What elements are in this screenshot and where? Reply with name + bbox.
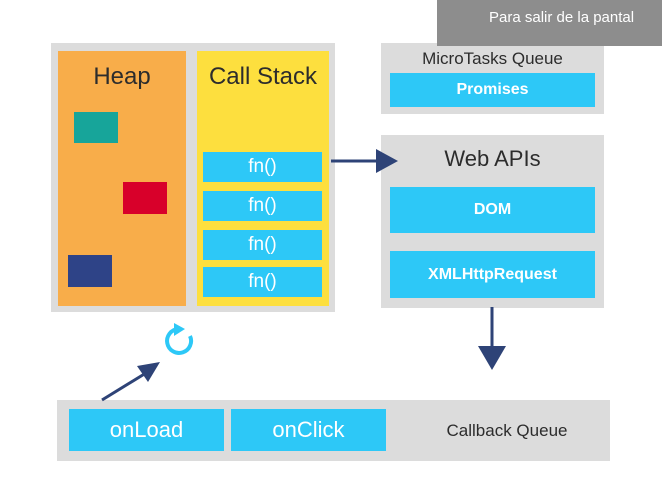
web-apis-panel: Web APIs DOM XMLHttpRequest xyxy=(381,135,604,308)
stack-frame: fn() xyxy=(203,191,322,221)
refresh-icon xyxy=(165,323,194,355)
call-stack-title: Call Stack xyxy=(208,63,318,90)
fullscreen-exit-hint: Para salir de la pantal xyxy=(437,0,662,46)
microtasks-queue-title: MicroTasks Queue xyxy=(422,49,563,68)
callback-queue-title: Callback Queue xyxy=(446,421,568,440)
xmlhttprequest-api: XMLHttpRequest xyxy=(390,251,595,298)
microtasks-queue-panel: MicroTasks Queue Promises xyxy=(381,43,604,114)
runtime-panel: Heap Call Stack fn() fn() fn() fn() xyxy=(51,43,335,312)
web-apis-title: Web APIs xyxy=(444,146,541,171)
onload-callback: onLoad xyxy=(69,409,224,451)
stack-frame: fn() xyxy=(203,267,322,297)
callback-queue-panel: onLoad onClick Callback Queue xyxy=(57,400,610,461)
promises-item: Promises xyxy=(390,73,595,107)
onclick-callback: onClick xyxy=(231,409,386,451)
stack-frame: fn() xyxy=(203,230,322,260)
arrow-icon xyxy=(101,362,160,402)
call-stack-box: Call Stack fn() fn() fn() fn() xyxy=(197,51,329,306)
heap-object-navy xyxy=(68,255,112,287)
dom-api: DOM xyxy=(390,187,595,233)
heap-title: Heap xyxy=(93,63,151,90)
heap-object-teal xyxy=(74,112,118,143)
heap-box: Heap xyxy=(58,51,186,306)
arrow-icon xyxy=(331,149,398,173)
heap-object-red xyxy=(123,182,167,214)
stack-frame: fn() xyxy=(203,152,322,182)
arrow-icon xyxy=(478,307,506,370)
